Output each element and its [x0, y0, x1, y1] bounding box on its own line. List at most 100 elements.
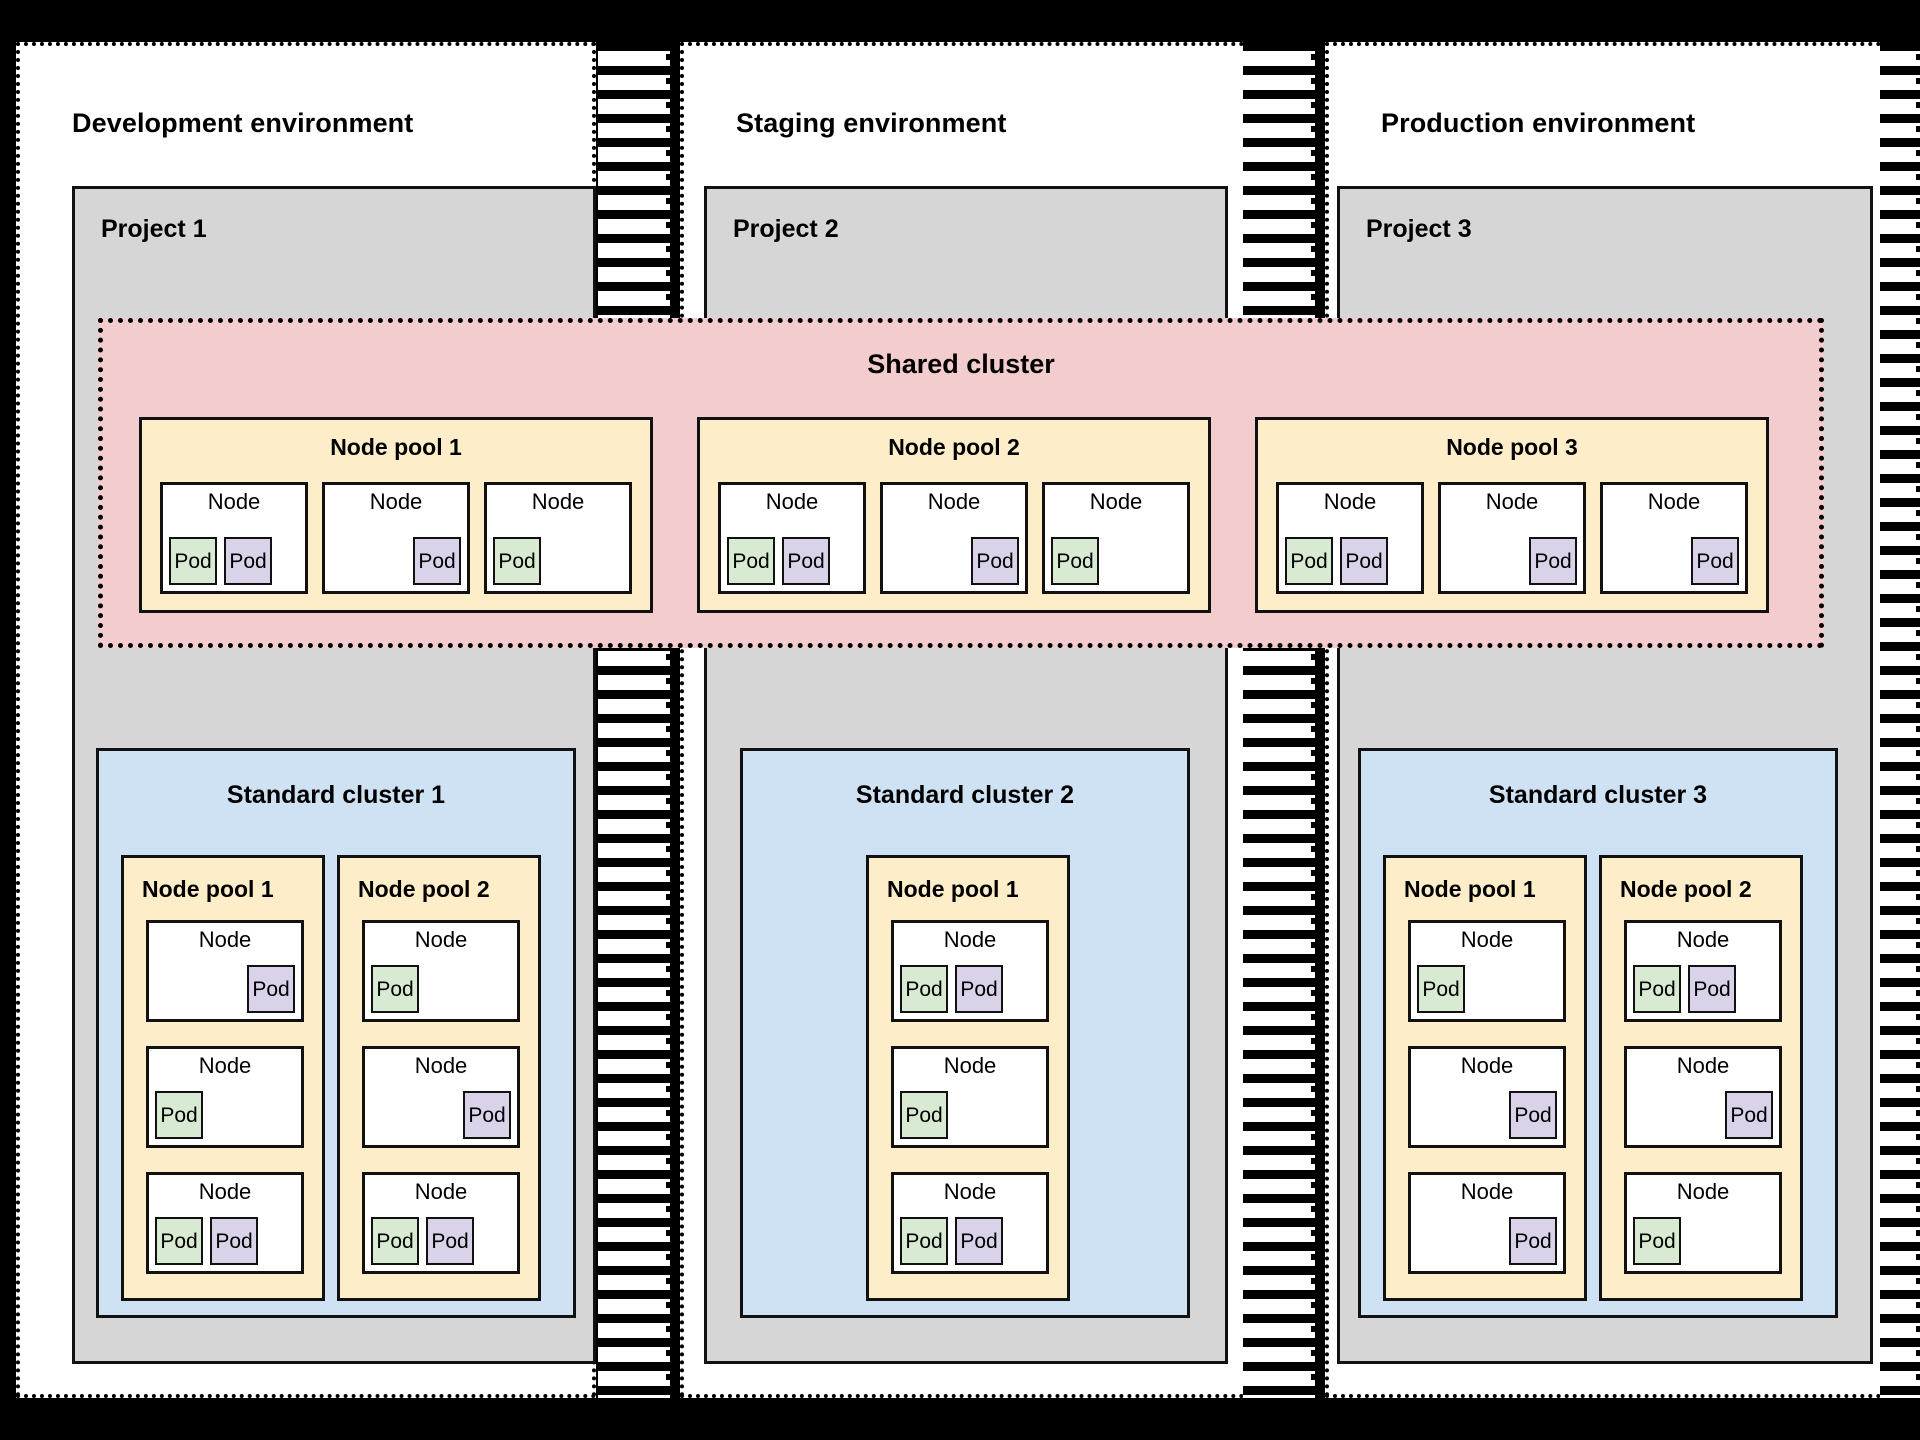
standard-cluster-1: Standard cluster 1 Node pool 1 Node Pod … [96, 748, 576, 1318]
pod-list: Pod Pod [155, 1217, 295, 1265]
pod: Pod [955, 1217, 1003, 1265]
node: Node Pod [146, 920, 304, 1022]
node: Node Pod [1600, 482, 1748, 594]
environment-title: Staging environment [736, 108, 1007, 138]
node: Node Pod Pod [1624, 920, 1782, 1022]
project-title: Project 3 [1366, 215, 1472, 243]
node-label: Node [1460, 927, 1514, 952]
pod-list: Pod [1633, 1091, 1773, 1139]
pod: Pod [493, 537, 541, 585]
node: Node Pod Pod [362, 1172, 520, 1274]
node-pool: Node pool 3 Node Pod Pod Node Pod Node P… [1255, 417, 1769, 613]
node: Node Pod [1624, 1172, 1782, 1274]
project-title: Project 2 [733, 215, 839, 243]
node-pool-title: Node pool 3 [1446, 434, 1578, 460]
pod-list: Pod Pod [900, 965, 1040, 1013]
pod-list: Pod Pod [727, 537, 857, 585]
node-pool: Node pool 1 Node Pod Node Pod Node Pod P… [121, 855, 325, 1301]
pod-list: Pod [1417, 1217, 1557, 1265]
node-label: Node [1485, 489, 1539, 514]
standard-cluster-title: Standard cluster 1 [226, 781, 446, 809]
pod: Pod [155, 1091, 203, 1139]
pod: Pod [1509, 1217, 1557, 1265]
node: Node Pod Pod [1276, 482, 1424, 594]
pod: Pod [727, 537, 775, 585]
pod-list: Pod [889, 537, 1019, 585]
pod-list: Pod [1417, 1091, 1557, 1139]
pod-list: Pod Pod [169, 537, 299, 585]
node-pool-title: Node pool 1 [330, 434, 462, 460]
node-label: Node [765, 489, 819, 514]
standard-cluster-3: Standard cluster 3 Node pool 1 Node Pod … [1358, 748, 1838, 1318]
pod-list: Pod Pod [371, 1217, 511, 1265]
node: Node Pod [1042, 482, 1190, 594]
standard-cluster-title: Standard cluster 3 [1488, 781, 1708, 809]
node-label: Node [207, 489, 261, 514]
pod: Pod [782, 537, 830, 585]
node-pool: Node pool 1 Node Pod Pod Node Pod Node P… [866, 855, 1070, 1301]
node: Node Pod [362, 1046, 520, 1148]
pod: Pod [463, 1091, 511, 1139]
standard-cluster-title: Standard cluster 2 [855, 781, 1075, 809]
pod: Pod [1417, 965, 1465, 1013]
node-label: Node [1323, 489, 1377, 514]
pod: Pod [1285, 537, 1333, 585]
node-label: Node [1460, 1179, 1514, 1204]
node: Node Pod [1408, 920, 1566, 1022]
environment-separator-1 [598, 42, 670, 1398]
pod-list: Pod [1609, 537, 1739, 585]
node-label: Node [1676, 927, 1730, 952]
node-label: Node [943, 1053, 997, 1078]
node: Node Pod [880, 482, 1028, 594]
node-pool-title: Node pool 1 [142, 876, 274, 902]
pod: Pod [224, 537, 272, 585]
node-label: Node [943, 1179, 997, 1204]
node-pool-title: Node pool 2 [1620, 876, 1752, 902]
node-pool-title: Node pool 1 [887, 876, 1019, 902]
node: Node Pod [484, 482, 632, 594]
shared-cluster-title: Shared cluster [867, 349, 1055, 379]
pod: Pod [900, 1091, 948, 1139]
pod: Pod [900, 1217, 948, 1265]
node-pool: Node pool 1 Node Pod Node Pod Node Pod [1383, 855, 1587, 1301]
node-label: Node [414, 1053, 468, 1078]
pod: Pod [371, 965, 419, 1013]
node: Node Pod [146, 1046, 304, 1148]
pod-list: Pod Pod [1633, 965, 1773, 1013]
pod: Pod [1340, 537, 1388, 585]
pod: Pod [1725, 1091, 1773, 1139]
node: Node Pod [1408, 1046, 1566, 1148]
pod: Pod [426, 1217, 474, 1265]
node-pool-title: Node pool 2 [358, 876, 490, 902]
pod-list: Pod [1447, 537, 1577, 585]
node: Node Pod [1408, 1172, 1566, 1274]
pod: Pod [247, 965, 295, 1013]
shared-cluster: Shared cluster Node pool 1 Node Pod Pod … [98, 318, 1824, 648]
pod-list: Pod [1633, 1217, 1773, 1265]
pod: Pod [1633, 965, 1681, 1013]
environment-title: Development environment [72, 108, 414, 138]
node: Node Pod [891, 1046, 1049, 1148]
node-pool: Node pool 2 Node Pod Node Pod Node Pod P… [337, 855, 541, 1301]
environment-separator-3 [1880, 42, 1920, 1398]
pod: Pod [1051, 537, 1099, 585]
pod-list: Pod [493, 537, 623, 585]
node-label: Node [1676, 1179, 1730, 1204]
node-pool: Node pool 2 Node Pod Pod Node Pod Node P… [1599, 855, 1803, 1301]
pod: Pod [1633, 1217, 1681, 1265]
pod: Pod [210, 1217, 258, 1265]
node: Node Pod [1438, 482, 1586, 594]
pod-list: Pod [155, 1091, 295, 1139]
pod: Pod [413, 537, 461, 585]
node-label: Node [198, 927, 252, 952]
pod-list: Pod [900, 1091, 1040, 1139]
pod: Pod [900, 965, 948, 1013]
node: Node Pod Pod [891, 1172, 1049, 1274]
node: Node Pod Pod [718, 482, 866, 594]
pod-list: Pod [1417, 965, 1557, 1013]
environment-title: Production environment [1381, 108, 1696, 138]
standard-cluster-2: Standard cluster 2 Node pool 1 Node Pod … [740, 748, 1190, 1318]
node-label: Node [927, 489, 981, 514]
node-label: Node [1676, 1053, 1730, 1078]
